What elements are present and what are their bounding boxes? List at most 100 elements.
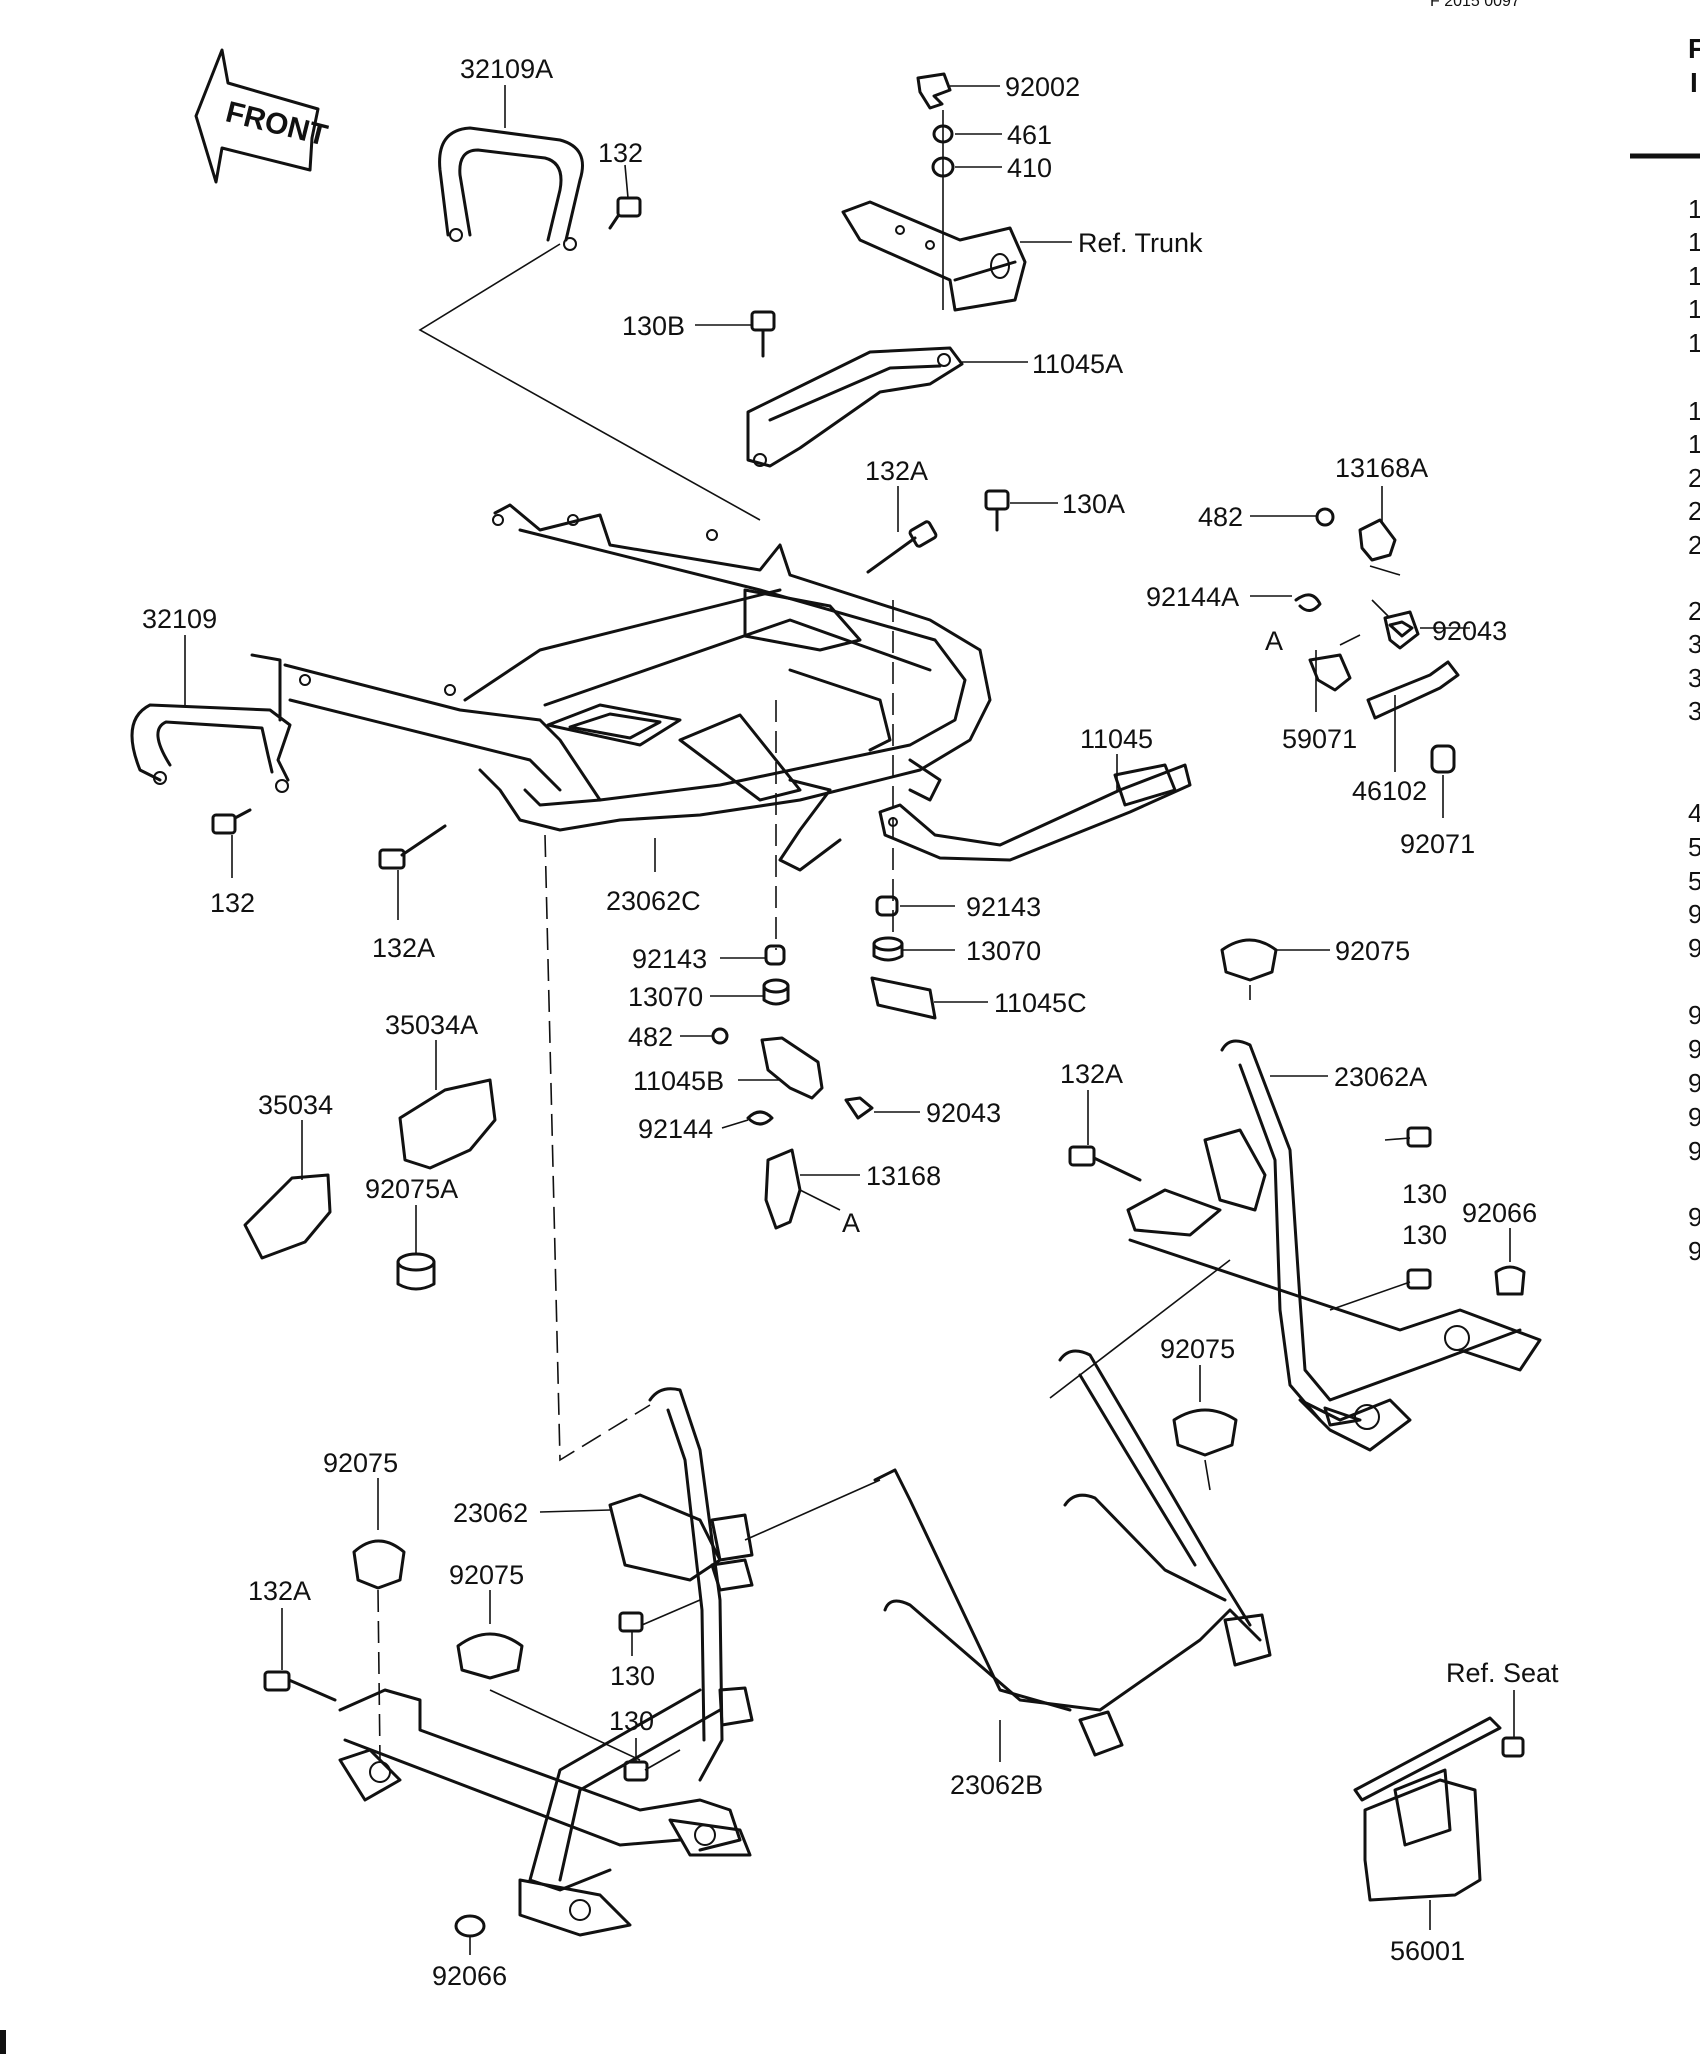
bolt-130-right1-drawing xyxy=(1406,1126,1432,1148)
frame-23062b-drawing xyxy=(873,1349,1272,1757)
label-13168: 13168 xyxy=(866,1161,941,1191)
label-32109: 32109 xyxy=(142,604,217,634)
plate-11045c-drawing xyxy=(870,976,937,1020)
margin-text-19: 9 xyxy=(1688,899,1700,929)
bolt-130-right2-drawing xyxy=(1406,1268,1432,1290)
plug-92066-bottom-drawing xyxy=(454,1914,486,1938)
lead-23062b-to-23062a xyxy=(1049,1259,1231,1399)
margin-text-24: 9 xyxy=(1688,1102,1700,1132)
label-92144a: 92144A xyxy=(1146,582,1239,612)
margin-text-13: 3 xyxy=(1688,629,1700,659)
margin-text-20: 9 xyxy=(1688,933,1700,963)
margin-text-25: 9 xyxy=(1688,1136,1700,1166)
spring-92144-drawing xyxy=(746,1110,774,1126)
margin-text-8: 1 xyxy=(1688,429,1700,459)
margin-text-3: 1 xyxy=(1688,227,1700,257)
label-130b: 130B xyxy=(622,311,685,341)
margin-text-0: F xyxy=(1688,33,1700,64)
label-35034: 35034 xyxy=(258,1090,333,1120)
margin-text-9: 2 xyxy=(1688,463,1700,493)
label-132a-right: 132A xyxy=(1060,1059,1123,1089)
label-ref-trunk: Ref. Trunk xyxy=(1078,228,1203,258)
lead-59071 xyxy=(1339,634,1361,646)
label-92143-left: 92143 xyxy=(632,944,707,974)
label-59071: 59071 xyxy=(1282,724,1357,754)
rod-46102-drawing xyxy=(1366,660,1460,720)
label-132a-top: 132A xyxy=(865,456,928,486)
label-92075-topright: 92075 xyxy=(1335,936,1410,966)
label-32109a: 32109A xyxy=(460,54,553,84)
label-92002: 92002 xyxy=(1005,72,1080,102)
damper-92075a-drawing xyxy=(396,1252,436,1291)
margin-text-6: 1 xyxy=(1688,328,1700,358)
margin-text-16: 4 xyxy=(1688,798,1700,828)
collar-92071-drawing xyxy=(1430,744,1456,774)
label-92043-top: 92043 xyxy=(1432,616,1507,646)
label-a-top: A xyxy=(1265,626,1283,656)
frame-23062-drawing xyxy=(608,1387,754,1782)
label-leaders xyxy=(184,85,1515,1955)
label-11045b: 11045B xyxy=(633,1066,724,1096)
latch-13168-drawing xyxy=(764,1148,802,1230)
lead-catch xyxy=(1371,599,1391,619)
label-130-center1: 130 xyxy=(610,1661,655,1691)
label-482-top: 482 xyxy=(1198,502,1243,532)
label-92043-mid: 92043 xyxy=(926,1098,1001,1128)
label-92075-left: 92075 xyxy=(323,1448,398,1478)
cropped-parts-list-column: F I 1 1 1 1 1 1 1 2 2 2 2 3 3 3 4 5 5 9 … xyxy=(1630,33,1700,1266)
pin-92043-mid-drawing xyxy=(844,1096,874,1120)
margin-text-11: 2 xyxy=(1688,530,1700,560)
label-92075-midright: 92075 xyxy=(1160,1334,1235,1364)
bolt-130a-drawing xyxy=(984,489,1010,532)
bolt-132-left-drawing xyxy=(211,808,252,835)
lead-23062-to-23062b xyxy=(744,1479,881,1541)
margin-text-21: 9 xyxy=(1688,1000,1700,1030)
label-132a-bottom: 132A xyxy=(248,1576,311,1606)
rack-frame-23062c-drawing xyxy=(250,503,992,872)
label-a-mid: A xyxy=(842,1208,860,1238)
label-482-mid: 482 xyxy=(628,1022,673,1052)
collar-92143-right-drawing xyxy=(875,895,899,917)
part-labels: 32109A 132 92002 461 410 Ref. Trunk 130B… xyxy=(142,54,1559,1991)
lead-grommet-midright xyxy=(1204,1459,1211,1491)
label-92144: 92144 xyxy=(638,1114,713,1144)
doc-code: F 2015 0097 xyxy=(1430,0,1520,10)
bolt-132a-bottom-drawing xyxy=(263,1670,337,1702)
label-130-right2: 130 xyxy=(1402,1220,1447,1250)
label-92071: 92071 xyxy=(1400,829,1475,859)
grab-bar-32109a-drawing xyxy=(438,126,584,251)
label-410: 410 xyxy=(1007,153,1052,183)
pin-92043-top-drawing xyxy=(1388,620,1414,638)
margin-text-14: 3 xyxy=(1688,663,1700,693)
dash-grommet-left xyxy=(377,1589,381,1761)
margin-text-18: 5 xyxy=(1688,866,1700,896)
label-130-right1: 130 xyxy=(1402,1179,1447,1209)
crossbar-assembly-drawing xyxy=(338,1688,752,1937)
margin-text-23: 9 xyxy=(1688,1068,1700,1098)
bolt-130b-drawing xyxy=(750,310,776,358)
edge-mark xyxy=(0,2030,6,2054)
bolt-132-top-drawing xyxy=(608,196,642,230)
margin-text-1: I xyxy=(1690,67,1698,98)
label-132a-left: 132A xyxy=(372,933,435,963)
label-92066-bottom: 92066 xyxy=(432,1961,507,1991)
bracket-stay-drawing xyxy=(1383,610,1420,650)
margin-text-12: 2 xyxy=(1688,596,1700,626)
damper-13070-right-drawing xyxy=(872,936,904,962)
margin-text-27: 9 xyxy=(1688,1236,1700,1266)
front-arrow-icon: FRONT xyxy=(194,48,331,184)
label-130-center2: 130 xyxy=(609,1706,654,1736)
nut-482-top-drawing xyxy=(1315,507,1335,527)
dash-frame-to-23062 xyxy=(544,834,651,1462)
grommet-92075-center-drawing xyxy=(456,1632,524,1680)
trunk-bracket-drawing xyxy=(841,200,1027,312)
lead-bolt-130-center2 xyxy=(644,1749,681,1771)
bolt-132a-left-drawing xyxy=(378,824,447,870)
damper-13070-left-drawing xyxy=(762,978,790,1006)
grommet-92075-left-drawing xyxy=(352,1539,406,1590)
label-23062: 23062 xyxy=(453,1498,528,1528)
bolt-130-center1-drawing xyxy=(618,1611,644,1633)
bolt-132a-right-drawing xyxy=(1068,1145,1142,1182)
